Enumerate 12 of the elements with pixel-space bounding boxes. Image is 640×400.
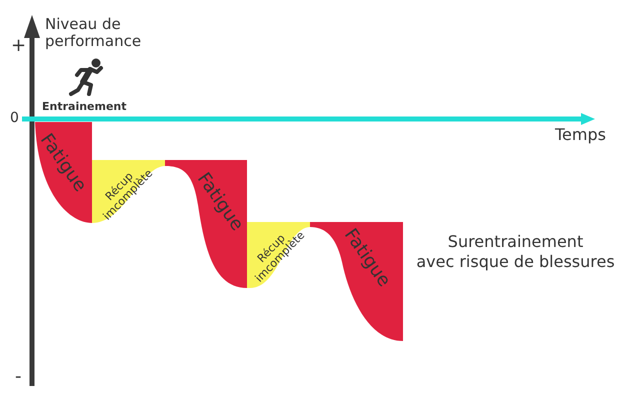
axis-title: Temps <box>555 125 606 144</box>
axis-tick-label: + <box>11 35 26 57</box>
fatigue-area <box>310 222 403 341</box>
icon-caption: Entrainement <box>42 100 127 113</box>
note-text: Surentrainement avec risque de blessures <box>415 232 616 272</box>
axis-title: Niveau de performance <box>45 16 142 50</box>
recovery-area <box>92 160 165 223</box>
recovery-area <box>247 222 310 288</box>
fatigue-area <box>35 122 92 223</box>
fatigue-area <box>165 160 247 288</box>
axis-tick-label: - <box>15 366 22 388</box>
axis-tick-label: 0 <box>10 110 19 127</box>
